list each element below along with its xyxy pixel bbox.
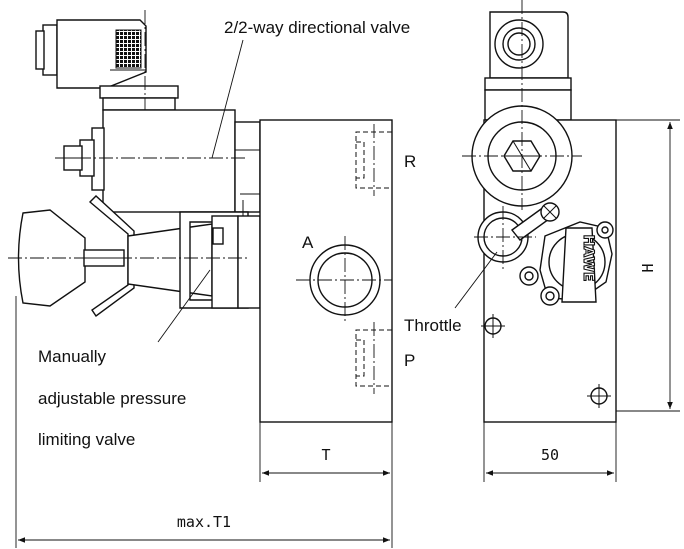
front-connector: [484, 11, 572, 121]
connector-plug: [35, 19, 179, 99]
hawe-logo: HAWE: [580, 235, 596, 282]
pressure-valve-lock: HAWE: [519, 221, 614, 306]
label-port-r: R: [404, 152, 416, 171]
mounting-holes: [481, 314, 611, 408]
dim-width: 50: [541, 446, 559, 464]
label-pressure-valve-1: Manually: [38, 347, 107, 366]
label-pressure-valve-2: adjustable pressure: [38, 389, 186, 408]
connector-vent-mesh: [115, 29, 142, 69]
dim-depth: T: [321, 446, 330, 464]
dim-height: H: [639, 263, 657, 272]
label-port-a: A: [302, 233, 314, 252]
label-port-p: P: [404, 351, 415, 370]
front-view: HAWE: [454, 0, 617, 423]
dimension-lines: [15, 119, 680, 548]
dim-max-depth: max.T1: [177, 513, 231, 531]
side-view: [8, 10, 393, 423]
label-throttle: Throttle: [404, 316, 462, 335]
pressure-limiting-valve: [17, 195, 261, 317]
label-directional-valve: 2/2-way directional valve: [224, 18, 410, 37]
label-pressure-valve-3: limiting valve: [38, 430, 135, 449]
side-valve-block: [259, 119, 393, 423]
solenoid-coil: [63, 97, 261, 213]
